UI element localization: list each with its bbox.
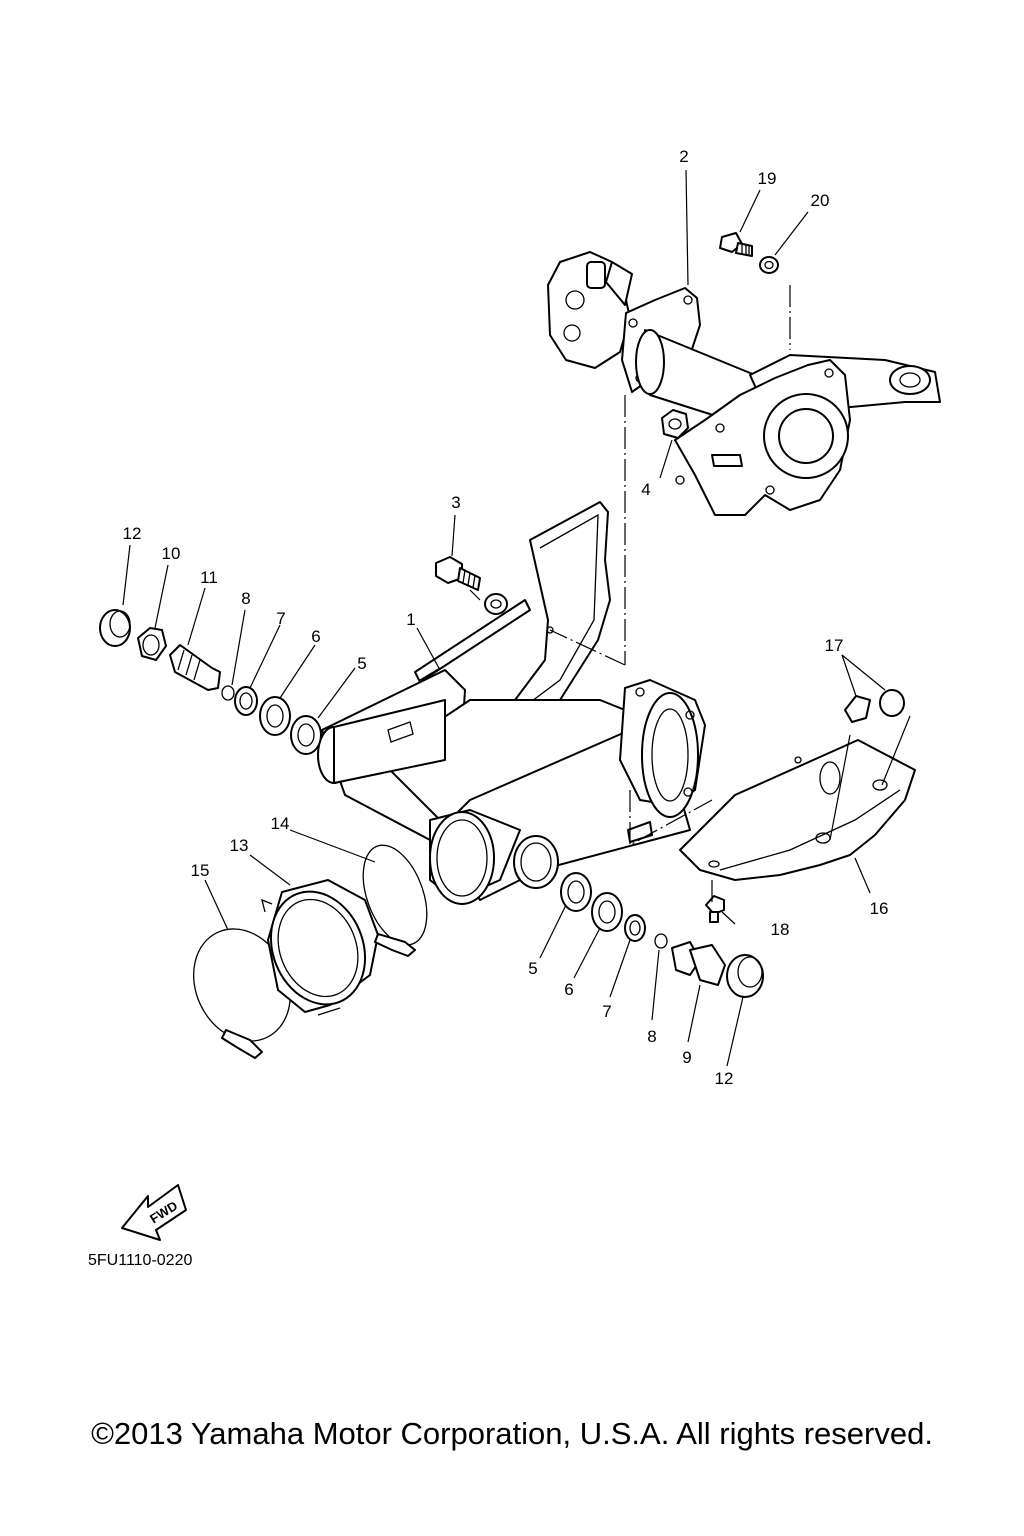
pivot-bolt-part-9: [671, 941, 726, 986]
callout-3: 3: [451, 493, 460, 512]
callout-8: 8: [241, 589, 250, 608]
bearing-part-5-right: [560, 872, 592, 912]
leader-lines: [122, 169, 911, 1067]
bearing-part-5-left: [290, 715, 322, 755]
callout-16: 16: [870, 899, 889, 918]
callout-13: 13: [230, 836, 249, 855]
callout-7: 7: [276, 609, 285, 628]
callout-12: 12: [123, 524, 142, 543]
oil-seal-part-7-right: [624, 914, 646, 942]
rubber-cap-part-17-left: [844, 695, 871, 723]
axle-housing-part-2: [547, 251, 941, 516]
pivot-shaft-part-11: [169, 644, 221, 691]
nut-part-4: [661, 409, 689, 439]
collar-part-10: [137, 627, 167, 661]
callout-2: 2: [679, 147, 688, 166]
callout-20: 20: [811, 191, 830, 210]
bolt-part-19: [719, 232, 753, 257]
washer-part-20: [759, 256, 779, 274]
o-ring-part-8-right: [654, 933, 668, 949]
callout-4: 4: [641, 480, 650, 499]
rubber-cap-part-17-right: [879, 689, 905, 717]
alignment-lines: [469, 285, 791, 905]
callout-11: 11: [200, 568, 218, 587]
o-ring-part-8-left: [221, 685, 235, 701]
callout-15: 15: [191, 861, 210, 880]
callout-17: 17: [825, 636, 844, 655]
bearing-part-6-right: [591, 892, 623, 932]
callout-6-b: 6: [564, 980, 573, 999]
callout-18: 18: [771, 920, 790, 939]
callout-9: 9: [682, 1048, 691, 1067]
callout-7-b: 7: [602, 1002, 611, 1021]
callout-labels: 2 19 20 4 3 12 10 11 8 7 6 5 1 17 14 13 …: [123, 147, 889, 1088]
dust-cap-part-12-right: [726, 954, 764, 998]
callout-14: 14: [271, 814, 290, 833]
oil-seal-part-7-left: [234, 686, 258, 716]
callout-1: 1: [406, 610, 415, 629]
rubber-boot-part-13: [261, 879, 379, 1016]
callout-5-b: 5: [528, 959, 537, 978]
fwd-arrow-icon: FWD: [121, 1184, 187, 1241]
callout-10: 10: [162, 544, 181, 563]
copyright-notice: ©2013 Yamaha Motor Corporation, U.S.A. A…: [91, 1416, 933, 1451]
band-part-14: [362, 844, 428, 957]
bolt-part-3: [435, 556, 508, 615]
callout-5: 5: [357, 654, 366, 673]
callout-6: 6: [311, 627, 320, 646]
bolt-part-18: [705, 895, 725, 923]
diagram-code: 5FU1110-0220: [88, 1252, 193, 1269]
callout-12-b: 12: [715, 1069, 734, 1088]
swing-arm-part-1: [317, 501, 706, 905]
bearing-part-6-left: [259, 696, 291, 736]
callout-19: 19: [758, 169, 777, 188]
guard-part-16: [679, 739, 916, 881]
dust-cap-part-12-left: [99, 609, 131, 647]
callout-8-b: 8: [647, 1027, 656, 1046]
